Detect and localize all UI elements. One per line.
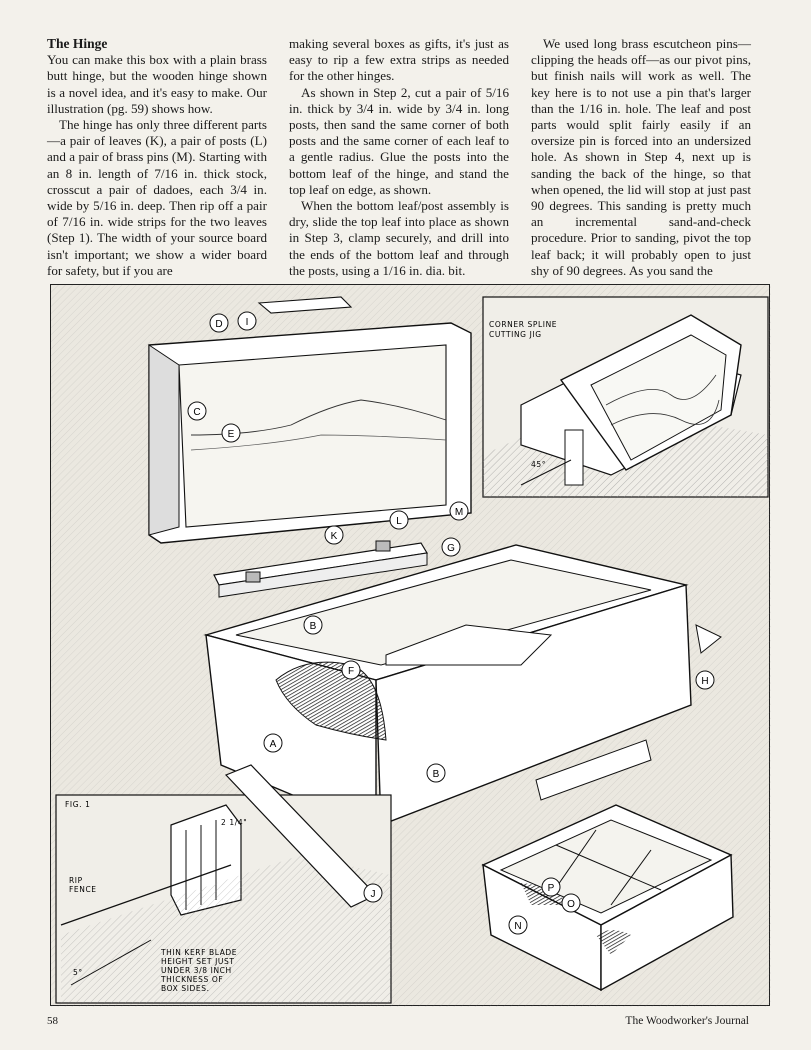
box-construction-illustration: CORNER SPLINE CUTTING JIG 45°	[50, 284, 771, 1007]
part-label-G: G	[441, 537, 461, 557]
svg-text:M: M	[455, 507, 463, 518]
main-box	[203, 544, 722, 832]
fig-1-note-line-1: THIN KERF BLADE	[160, 948, 237, 957]
svg-text:N: N	[514, 921, 521, 932]
exploded-view-drawing: CORNER SPLINE CUTTING JIG 45°	[51, 285, 771, 1007]
part-label-J: J	[363, 883, 383, 903]
fig-1-inset: FIG. 1 2 1/4" RIP FENCE 5° THIN KERF BLA…	[55, 794, 392, 1004]
jig-label-line-2: CUTTING JIG	[489, 330, 542, 339]
paragraph: When the bottom leaf/post assembly is dr…	[289, 198, 509, 278]
fig-1-note-line-3: UNDER 3/8 INCH	[161, 966, 232, 975]
svg-text:F: F	[348, 666, 354, 677]
svg-text:B: B	[433, 769, 440, 780]
spline-I	[257, 296, 353, 314]
section-heading: The Hinge	[47, 36, 108, 51]
paragraph: The hinge has only three different parts…	[47, 117, 267, 278]
publication-name: The Woodworker's Journal	[625, 1015, 749, 1027]
part-label-D: D	[209, 313, 229, 333]
part-label-N: N	[508, 915, 528, 935]
text-column-3: We used long brass escutcheon pins—clipp…	[531, 36, 751, 279]
svg-text:O: O	[567, 899, 575, 910]
lid-assembly	[148, 296, 472, 544]
fig-1-label: FIG. 1	[65, 800, 90, 809]
svg-text:L: L	[396, 516, 402, 527]
part-label-K: K	[324, 525, 344, 545]
part-label-O: O	[561, 893, 581, 913]
corner-spline-jig-inset: CORNER SPLINE CUTTING JIG 45°	[482, 296, 769, 498]
paragraph: As shown in Step 2, cut a pair of 5/16 i…	[289, 84, 509, 197]
svg-text:D: D	[215, 319, 222, 330]
text-column-2: making several boxes as gifts, it's just…	[289, 36, 509, 279]
jig-angle-label: 45°	[531, 460, 546, 469]
svg-text:J: J	[371, 889, 376, 900]
spline-H	[695, 624, 722, 654]
fig-1-fence-line-1: RIP	[69, 876, 83, 885]
paragraph: We used long brass escutcheon pins—clipp…	[531, 36, 751, 278]
part-label-L: L	[389, 510, 409, 530]
jig-label-line-1: CORNER SPLINE	[489, 320, 557, 329]
part-label-H: H	[695, 670, 715, 690]
hinge-strip	[213, 540, 428, 598]
part-label-E: E	[221, 423, 241, 443]
part-label-P: P	[541, 877, 561, 897]
text-column-1: The Hinge You can make this box with a p…	[47, 36, 267, 279]
fig-1-note-line-4: THICKNESS OF	[160, 975, 223, 984]
fig-1-note-line-2: HEIGHT SET JUST	[161, 957, 235, 966]
paragraph: making several boxes as gifts, it's just…	[289, 36, 509, 84]
part-label-A: A	[263, 733, 283, 753]
svg-text:K: K	[331, 531, 338, 542]
divider-strip	[535, 739, 652, 801]
fig-1-note-line-5: BOX SIDES.	[161, 984, 210, 993]
svg-text:G: G	[447, 543, 455, 554]
svg-text:E: E	[228, 429, 235, 440]
page-number: 58	[47, 1015, 58, 1027]
part-label-I: I	[237, 311, 257, 331]
svg-text:B: B	[310, 621, 317, 632]
part-label-B-front: B	[426, 763, 446, 783]
part-label-B-top: B	[303, 615, 323, 635]
svg-text:I: I	[246, 317, 249, 328]
svg-text:H: H	[701, 676, 708, 687]
svg-text:P: P	[548, 883, 555, 894]
fig-1-angle: 5°	[73, 968, 83, 977]
svg-text:C: C	[193, 407, 200, 418]
svg-text:A: A	[270, 739, 277, 750]
paragraph: You can make this box with a plain brass…	[47, 52, 267, 116]
fig-1-dimension: 2 1/4"	[221, 818, 247, 827]
fig-1-fence-line-2: FENCE	[69, 885, 97, 894]
part-label-C: C	[187, 401, 207, 421]
part-label-F: F	[341, 660, 361, 680]
part-label-M: M	[449, 501, 469, 521]
